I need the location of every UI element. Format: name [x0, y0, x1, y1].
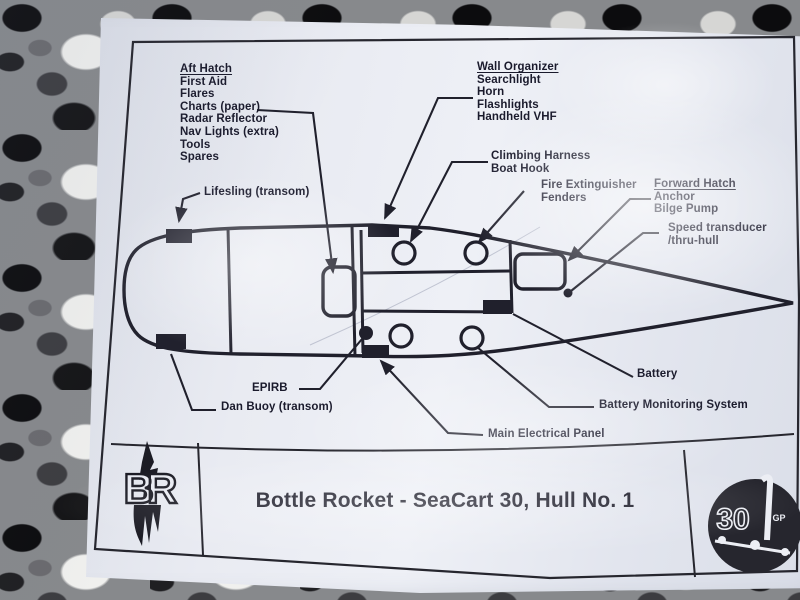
aft-hatch-item: Charts (paper) — [180, 100, 260, 113]
epirb-label: EPIRB — [252, 382, 288, 394]
speed-transducer-label: Speed transducer /thru-hull — [668, 222, 767, 247]
seacart-logo-gp: GP — [772, 513, 785, 523]
br-logo-letters: BR — [124, 465, 177, 512]
seacart-logo-dot — [718, 536, 726, 544]
aft-hatch-item: Spares — [180, 151, 219, 164]
fire-extinguisher-leader — [477, 190, 525, 244]
fire-extinguisher-label: Fire Extinguisher Fenders — [541, 179, 637, 204]
bottle-rocket-logo: BR — [122, 441, 185, 546]
aft-crossbeam-line — [226, 227, 233, 355]
climbing-harness-marker — [391, 240, 417, 266]
climbing-harness-label: Climbing Harness Boat Hook — [491, 150, 590, 175]
title-band-divider-left — [197, 442, 204, 556]
seacart-logo-dot — [750, 540, 760, 550]
cabin-aisle-top-line — [361, 269, 511, 275]
fenders-text: Fenders — [541, 191, 587, 204]
aft-hatch-item: Radar Reflector — [180, 113, 268, 126]
wall-organizer-item: Flashlights — [477, 98, 539, 111]
battery-label: Battery — [637, 368, 678, 380]
wall-organizer-item: Horn — [477, 86, 505, 99]
aft-hatch-list: Aft Hatch First Aid Flares Charts (paper… — [180, 63, 279, 164]
dan-buoy-marker — [156, 334, 186, 349]
seacart-logo-dot — [781, 548, 789, 556]
epirb-leader — [299, 338, 363, 391]
lifesling-label: Lifesling (transom) — [204, 186, 310, 198]
forward-hatch-leader — [567, 197, 651, 262]
wall-organizer-marker — [368, 226, 399, 237]
fire-extinguisher-text: Fire Extinguisher — [541, 179, 637, 191]
cabin-circle-marker — [388, 323, 414, 349]
speed-transducer-text: Speed transducer — [668, 222, 767, 234]
forward-hatch-title: Forward Hatch — [654, 178, 736, 190]
forward-hatch-marker — [513, 252, 567, 291]
laminate-scratch — [309, 226, 541, 346]
battery-marker — [483, 300, 512, 314]
wall-organizer-item: Searchlight — [477, 73, 541, 86]
aft-hatch-item: Nav Lights (extra) — [180, 125, 279, 138]
seacart-30-logo: 30 GP — [708, 474, 800, 573]
fire-extinguisher-marker — [463, 240, 489, 266]
title-band-top-line — [110, 433, 795, 452]
lifesling-marker — [166, 229, 192, 243]
dan-buoy-leader — [170, 353, 216, 412]
main-electrical-panel-label: Main Electrical Panel — [488, 428, 605, 440]
main-electrical-panel-marker — [362, 345, 389, 358]
wall-organizer-item: Handheld VHF — [477, 111, 557, 124]
main-electrical-panel-leader — [379, 359, 484, 437]
boat-hook-text: Boat Hook — [491, 162, 550, 175]
climbing-harness-text: Climbing Harness — [491, 150, 591, 162]
lifesling-leader — [175, 192, 201, 224]
thru-hull-text: /thru-hull — [668, 234, 719, 247]
battery-monitoring-system-label: Battery Monitoring System — [599, 399, 748, 411]
aft-hatch-marker — [321, 265, 357, 318]
aft-hatch-item: First Aid — [180, 75, 228, 88]
forward-hatch-item: Bilge Pump — [654, 203, 719, 216]
title-band-divider-right — [683, 449, 696, 578]
epirb-marker — [359, 326, 373, 340]
wall-organizer-leader — [384, 96, 473, 220]
seacart-logo-number: 30 — [716, 503, 749, 536]
wall-organizer-list: Wall Organizer Searchlight Horn Flashlig… — [477, 61, 559, 124]
aft-hatch-item: Flares — [180, 88, 215, 101]
forward-hatch-list: Forward Hatch Anchor Bilge Pump — [654, 178, 736, 216]
wall-organizer-title: Wall Organizer — [477, 61, 559, 73]
battery-monitoring-leader — [476, 346, 594, 409]
diagram-title: Bottle Rocket - SeaCart 30, Hull No. 1 — [255, 489, 635, 512]
aft-hatch-title: Aft Hatch — [180, 63, 233, 75]
forward-hatch-item: Anchor — [654, 190, 695, 203]
battery-monitor-marker — [459, 325, 485, 351]
aft-hatch-item: Tools — [180, 138, 211, 151]
dan-buoy-label: Dan Buoy (transom) — [221, 401, 333, 413]
